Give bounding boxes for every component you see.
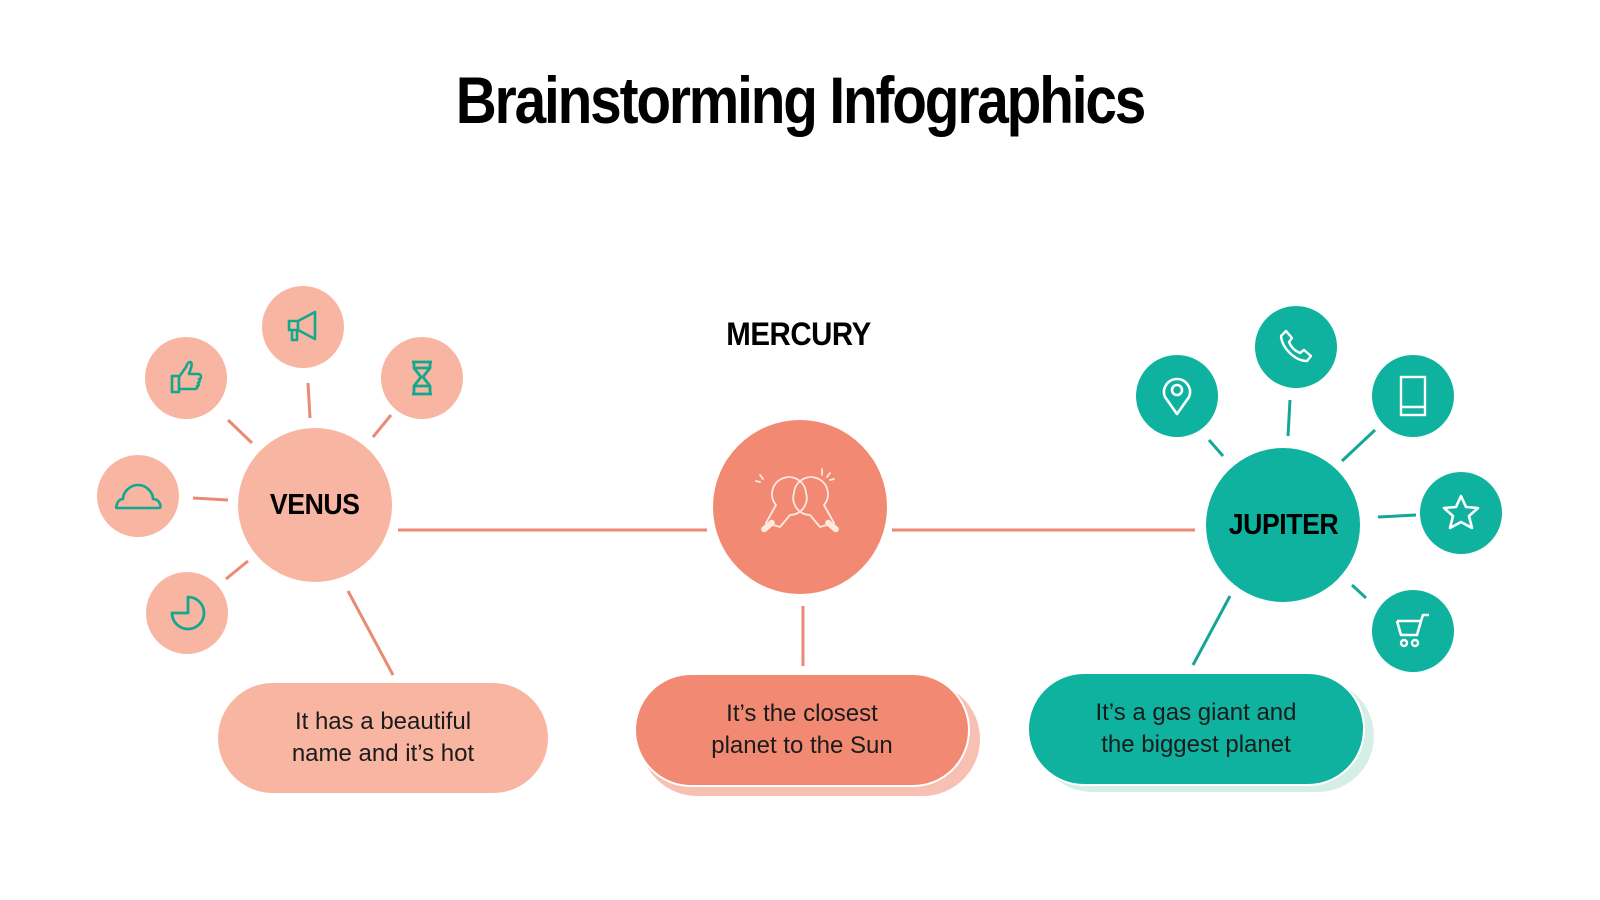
jupiter-description: It’s a gas giant and the biggest planet (1027, 672, 1365, 786)
mercury-description-line1: It’s the closest (726, 700, 878, 727)
mercury-label: MERCURY (726, 316, 871, 352)
page-title: Brainstorming Infographics (455, 63, 1147, 137)
venus-satellite-pie-chart (143, 569, 239, 663)
cloud-icon (113, 476, 163, 516)
location-pin-icon (1159, 375, 1195, 417)
pie-chart-icon (166, 592, 208, 634)
hourglass-icon (402, 358, 442, 398)
venus-description-line2: name and it’s hot (291, 740, 475, 767)
mercury-hub (709, 416, 900, 605)
megaphone-icon (283, 307, 323, 347)
lightbulbs-icon (752, 465, 848, 550)
shopping-cart-icon (1393, 611, 1433, 651)
venus-satellite-cloud (94, 452, 190, 546)
jupiter-label: JUPITER (1228, 508, 1338, 541)
venus-label: VENUS (270, 488, 360, 521)
jupiter-description-line1: It’s a gas giant and (1095, 699, 1297, 726)
mercury-description-line2: planet to the Sun (711, 732, 893, 759)
jupiter-satellite-shopping-cart (1369, 587, 1465, 681)
smartphone-icon (1398, 375, 1428, 417)
star-icon (1440, 492, 1482, 534)
venus-description: It has a beautiful name and it’s hot (218, 683, 548, 793)
jupiter-satellite-location-pin (1133, 352, 1229, 446)
jupiter-satellite-star (1417, 469, 1513, 563)
thumbs-up-icon (166, 358, 206, 398)
jupiter-hub: JUPITER (1202, 444, 1372, 612)
venus-satellite-hourglass (378, 334, 474, 428)
venus-satellite-thumbs-up (142, 334, 238, 428)
jupiter-satellite-phone (1252, 303, 1348, 397)
mercury-description: It’s the closest planet to the Sun (634, 673, 970, 787)
venus-description-line1: It has a beautiful (294, 708, 472, 735)
venus-hub: VENUS (234, 424, 404, 592)
phone-icon (1276, 327, 1316, 367)
venus-satellite-megaphone (259, 283, 355, 377)
jupiter-satellite-smartphone (1369, 352, 1465, 446)
jupiter-description-line2: the biggest planet (1101, 731, 1291, 758)
